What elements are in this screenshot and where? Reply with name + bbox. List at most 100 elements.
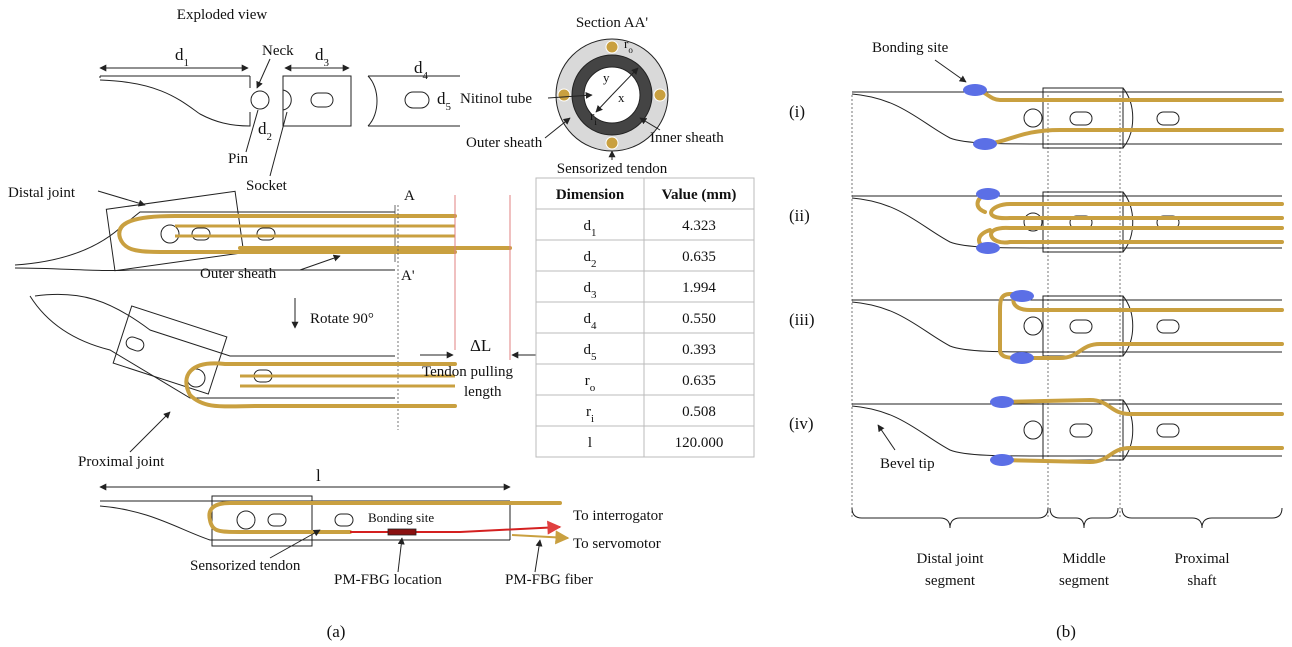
proximal-tendon-loop bbox=[184, 361, 457, 409]
bonding-site-bottom-label: Bonding site bbox=[368, 510, 434, 525]
config-label: (iv) bbox=[789, 414, 814, 433]
tendon-route bbox=[998, 397, 1284, 465]
proximal-piece bbox=[367, 75, 460, 127]
pmfbg-location-marker bbox=[387, 528, 417, 536]
distal-tip-piece bbox=[99, 75, 251, 127]
bonding-site-marker bbox=[973, 138, 997, 150]
slot bbox=[1069, 319, 1093, 334]
delta-l-label: ΔL bbox=[470, 336, 491, 355]
needle-outline bbox=[851, 299, 1282, 353]
d1-label: d1 bbox=[175, 45, 189, 69]
table-cell bbox=[643, 208, 755, 241]
bonding-site-marker bbox=[990, 454, 1014, 466]
d3-label: d3 bbox=[315, 45, 330, 69]
bonding-site-marker bbox=[1010, 290, 1034, 302]
ro-label: ro bbox=[624, 36, 633, 55]
distal-joint-assembly: Distal joint A A' Outer sheath bbox=[8, 185, 512, 284]
outer-sheath-label: Outer sheath bbox=[200, 266, 277, 282]
segment-label-1b: segment bbox=[925, 573, 976, 589]
A-prime-label: A' bbox=[401, 268, 415, 284]
table-value: 1.994 bbox=[682, 280, 716, 296]
segment-label-2b: segment bbox=[1059, 573, 1110, 589]
slot-2 bbox=[404, 91, 430, 109]
pin bbox=[250, 90, 270, 110]
table-cell bbox=[535, 270, 645, 303]
distal-joint-box bbox=[105, 190, 245, 272]
inner-sheath-label: Inner sheath bbox=[650, 130, 724, 146]
socket-label: Socket bbox=[246, 178, 288, 194]
slot bbox=[1069, 423, 1093, 438]
table-cell bbox=[643, 425, 755, 458]
pin-label: Pin bbox=[228, 151, 249, 167]
bonding-site-marker bbox=[1010, 352, 1034, 364]
rotate-label: Rotate 90° bbox=[310, 311, 374, 327]
config-4: (iv) bbox=[789, 396, 1284, 466]
table-cell bbox=[535, 208, 645, 241]
table-value: 0.635 bbox=[682, 373, 716, 389]
slot bbox=[1156, 319, 1180, 334]
d4-label: d4 bbox=[414, 58, 429, 82]
section-aa: Section AA' ro ri x y Nitinol tube Outer… bbox=[460, 15, 724, 177]
table-header-cell bbox=[643, 177, 755, 210]
bevel-tip-label: Bevel tip bbox=[880, 456, 935, 472]
table-value: 0.393 bbox=[682, 342, 716, 358]
sensorized-tendon-bottom bbox=[207, 501, 562, 534]
table-cell bbox=[643, 394, 755, 427]
bonding-site-marker bbox=[963, 84, 987, 96]
tendon-pulling-label-2: length bbox=[464, 384, 502, 400]
distal-tendon-loop bbox=[117, 214, 457, 254]
x-axis-label: x bbox=[618, 90, 625, 105]
middle-piece bbox=[282, 75, 352, 127]
nitinol-label: Nitinol tube bbox=[460, 91, 532, 107]
slot bbox=[1156, 111, 1180, 126]
segment-label-2a: Middle bbox=[1062, 551, 1106, 567]
distal-joint-label: Distal joint bbox=[8, 185, 76, 201]
sensorized-tendon-sec-label: Sensorized tendon bbox=[557, 161, 668, 177]
y-axis-label: y bbox=[603, 70, 610, 85]
to-servomotor-label: To servomotor bbox=[573, 536, 661, 552]
pin bbox=[1023, 316, 1043, 336]
full-assembly: l Bonding site To interrogator To servom… bbox=[99, 466, 663, 588]
config-label: (ii) bbox=[789, 206, 810, 225]
proximal-joint-box bbox=[112, 305, 228, 395]
table-value: 0.508 bbox=[682, 404, 716, 420]
pmfbg-fiber-label: PM-FBG fiber bbox=[505, 572, 593, 588]
table-dimension: d5 bbox=[584, 342, 598, 363]
bonding-site-marker bbox=[976, 242, 1000, 254]
config-3: (iii) bbox=[789, 290, 1284, 364]
middle-segment-box bbox=[1042, 87, 1124, 149]
d5-label: d5 bbox=[437, 89, 452, 113]
pin bbox=[1023, 108, 1043, 128]
tendon-bottom bbox=[605, 136, 619, 150]
pmfbg-fiber bbox=[350, 520, 562, 535]
table-cell bbox=[535, 394, 645, 427]
tendon-top bbox=[605, 40, 619, 54]
table-cell bbox=[643, 270, 755, 303]
pin bbox=[1023, 420, 1043, 440]
configurations: (i) (ii) (iii) (iv) bbox=[789, 84, 1284, 466]
caption-a: (a) bbox=[327, 622, 346, 641]
config-2: (ii) bbox=[789, 188, 1284, 254]
exploded-view: Exploded view d1 d3 d4 d5 Neck d2 Pin bbox=[99, 7, 460, 194]
exploded-view-title: Exploded view bbox=[177, 7, 268, 23]
slot bbox=[1069, 111, 1093, 126]
needle-outline bbox=[851, 403, 1282, 457]
config-1: (i) bbox=[789, 84, 1284, 150]
tendon-right bbox=[653, 88, 667, 102]
d2-label: d2 bbox=[258, 119, 272, 143]
table-value: 0.550 bbox=[682, 311, 716, 327]
brace-proximal bbox=[1121, 507, 1283, 529]
tendon-route bbox=[973, 88, 1284, 146]
outer-sheath-sec-label: Outer sheath bbox=[466, 135, 543, 151]
needle-outline bbox=[851, 195, 1282, 249]
table-dimension: d2 bbox=[584, 249, 597, 270]
brace-distal bbox=[851, 507, 1049, 529]
sensorized-tendon-label: Sensorized tendon bbox=[190, 558, 301, 574]
segment-label-3a: Proximal bbox=[1175, 551, 1230, 567]
table-cell bbox=[643, 363, 755, 396]
l-label: l bbox=[316, 466, 321, 485]
slot bbox=[310, 92, 334, 108]
table-value: 120.000 bbox=[675, 435, 724, 451]
